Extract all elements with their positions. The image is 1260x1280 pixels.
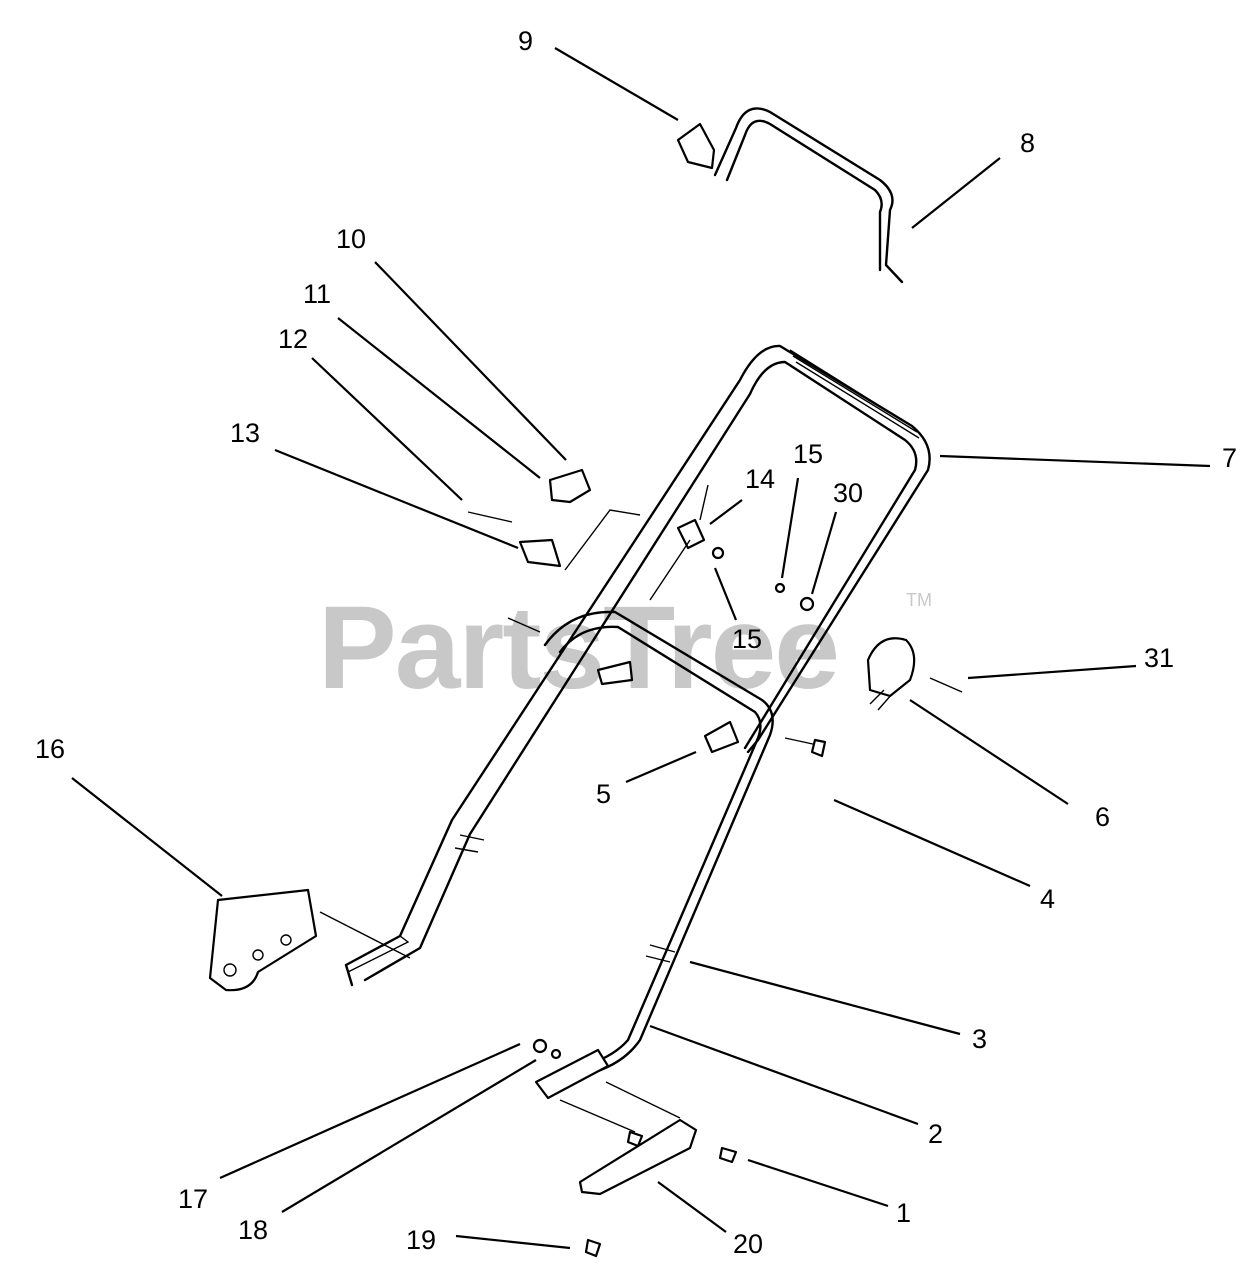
callout-12: 12: [278, 324, 308, 354]
callout-11: 11: [303, 279, 331, 309]
lower-hardware: [532, 1038, 738, 1258]
callout-5: 5: [596, 779, 611, 809]
callout-20: 20: [733, 1229, 763, 1259]
callout-4: 4: [1040, 884, 1055, 914]
upper-handle: [344, 344, 931, 987]
bail-bar: [713, 107, 904, 284]
control-6: [866, 637, 963, 711]
plate-16: [208, 888, 411, 992]
callout-3: 3: [972, 1024, 987, 1054]
clip-assembly: [467, 468, 641, 571]
callout-8: 8: [1020, 128, 1035, 158]
watermark: PartsTree TM: [318, 582, 932, 714]
callout-15-bottom: 15: [732, 624, 762, 654]
watermark-trademark: TM: [906, 590, 932, 610]
callout-13: 13: [230, 418, 260, 448]
callout-1: 1: [896, 1198, 911, 1228]
callout-16: 16: [35, 734, 65, 764]
callout-6: 6: [1095, 802, 1110, 832]
callout-31: 31: [1144, 643, 1174, 673]
bracket-9: [676, 122, 716, 170]
callout-labels: 9 8 10 11 12 13 14 15 30 7 15 31 16 5 6 …: [35, 26, 1237, 1259]
knob-5: [507, 617, 740, 754]
callout-14: 14: [745, 464, 775, 494]
callout-30: 30: [833, 478, 863, 508]
callout-2: 2: [928, 1119, 943, 1149]
callout-7: 7: [1222, 443, 1237, 473]
callout-10: 10: [336, 224, 366, 254]
leader-lines: [71, 47, 1211, 1250]
cable-guide-14: [649, 484, 709, 601]
bolt-4: [784, 737, 827, 758]
watermark-text: PartsTree: [318, 582, 838, 714]
hardware-15-30: [711, 546, 815, 612]
callout-19: 19: [406, 1225, 436, 1255]
callout-15-top: 15: [793, 439, 823, 469]
lower-handle: [534, 610, 774, 1100]
callout-9: 9: [518, 26, 533, 56]
callout-17: 17: [178, 1184, 208, 1214]
callout-18: 18: [238, 1215, 268, 1245]
